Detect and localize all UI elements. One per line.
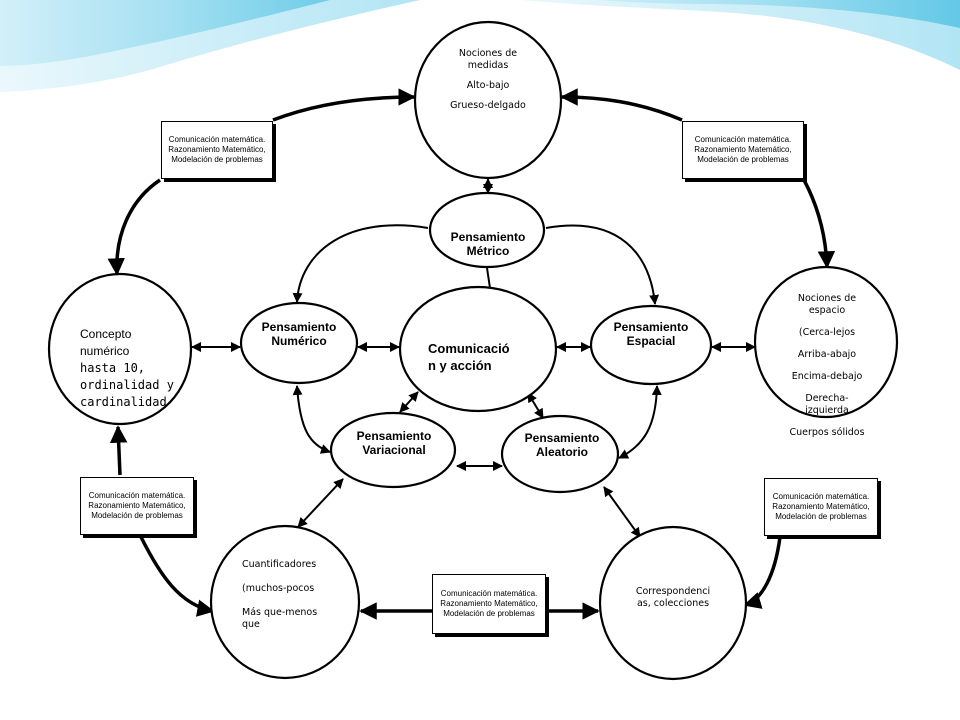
arrow-numerico-variacional [292, 385, 331, 454]
node-text-line: Concepto [80, 327, 132, 341]
node-text-line: Pensamiento [356, 429, 432, 443]
arrow-box-bl-cuantificadores [139, 536, 215, 617]
node-text-line: (Cerca-lejos [798, 327, 856, 338]
ellipse-espacio [753, 265, 899, 419]
arrow-box-tl-concepto [107, 178, 161, 276]
ellipse-concepto [47, 272, 193, 426]
box-text-line: Modelación de problemas [443, 609, 535, 618]
node-text-line: Espacial [626, 334, 676, 348]
node-nociones-espacio: Nociones de espacio (Cerca-lejos Arriba-… [762, 293, 892, 468]
ellipse-metrico [428, 191, 546, 269]
ellipse-espacial [589, 304, 713, 386]
node-text-line: Más que-menos [242, 607, 318, 618]
ellipse-medidas [413, 20, 563, 180]
node-text-line: Métrico [466, 244, 510, 258]
node-text-line: izquierda [805, 405, 849, 416]
arrow-variacional-cuantificadores [297, 478, 344, 528]
node-text-line: Correspondenci [635, 586, 711, 597]
node-text-line: Alto-bajo [466, 80, 510, 91]
ellipse-variacional [329, 411, 457, 489]
node-text-line: Pensamiento [613, 320, 689, 334]
node-text-line: Pensamiento [524, 431, 600, 445]
node-cuantificadores: Cuantificadores (muchos-pocos Más que-me… [242, 559, 352, 649]
arrow-comunicacion-aleatorio [527, 392, 544, 419]
node-pensamiento-metrico: Pensamiento Métrico [438, 230, 538, 262]
box-text-line: Razonamiento Matemático, [440, 599, 538, 608]
node-text-line: Comunicació [428, 341, 510, 356]
node-pensamiento-aleatorio: Pensamiento Aleatorio [512, 431, 612, 463]
arrow-metrico-espacial [545, 224, 660, 305]
node-text-line: (muchos-pocos [242, 583, 315, 594]
box-text-line: Modelación de problemas [91, 511, 183, 520]
box-text-line: Modelación de problemas [171, 155, 263, 164]
box-text-line: Razonamiento Matemático, [168, 145, 266, 154]
node-text-line: cardinalidad [80, 395, 167, 409]
ellipse-numerico [239, 301, 359, 385]
node-text-line: Pensamiento [450, 230, 526, 244]
node-text-line: Arriba-abajo [797, 349, 857, 360]
box-text-line: Razonamiento Matemático, [772, 502, 870, 511]
node-text-line: Cuantificadores [242, 559, 317, 570]
arrow-box-tr-medidas [560, 88, 683, 122]
arrow-box-tl-medidas [272, 88, 416, 122]
node-text-line: Nociones de [458, 48, 518, 59]
node-pensamiento-numerico: Pensamiento Numérico [249, 320, 349, 352]
node-text-line: Nociones de [797, 293, 857, 304]
node-pensamiento-espacial: Pensamiento Espacial [601, 320, 701, 352]
node-comunicacion-accion: Comunicació n y acción [428, 340, 538, 380]
node-correspondencias: Correspondenci as, colecciones [618, 586, 728, 616]
ellipse-comunicacion [398, 285, 558, 413]
box-text-line: Comunicación matemática. [772, 492, 870, 501]
competencias-box-right: Comunicación matemática. Razonamiento Ma… [764, 478, 878, 536]
node-text-line: Grueso-delgado [450, 100, 526, 111]
node-text-line: as, colecciones [636, 598, 710, 609]
node-text-line: espacio [808, 305, 846, 316]
node-text-line: numérico [80, 344, 130, 358]
arrow-box-right-correspondencias [743, 536, 782, 609]
arrow-aleatorio-correspondencias [603, 486, 641, 538]
node-text-line: Encima-debajo [791, 371, 863, 382]
node-text-line: Derecha- [805, 393, 849, 404]
box-text-line: Comunicación matemática. [694, 135, 792, 144]
box-text-line: Comunicación matemática. [88, 491, 186, 500]
competencias-box-bottom-left: Comunicación matemática. Razonamiento Ma… [80, 477, 194, 535]
node-text-line: Numérico [271, 334, 327, 348]
ellipse-aleatorio [500, 414, 620, 494]
competencias-box-bottom-center: Comunicación matemática. Razonamiento Ma… [432, 574, 546, 634]
node-text-line: Variacional [362, 443, 426, 457]
arrow-concepto-box-bl [109, 425, 128, 476]
node-nociones-medidas: Nociones de medidas Alto-bajo Grueso-del… [430, 48, 546, 132]
ellipse-cuantificadores [209, 524, 361, 680]
arrow-metrico-numerico [292, 224, 429, 303]
node-text-line: ordinalidad y [80, 378, 174, 392]
box-text-line: Comunicación matemática. [168, 135, 266, 144]
competencias-box-top-right: Comunicación matemática. Razonamiento Ma… [682, 121, 804, 179]
box-text-line: Comunicación matemática. [440, 589, 538, 598]
box-text-line: Modelación de problemas [775, 512, 867, 521]
node-text-line: Cuerpos sólidos [789, 427, 865, 438]
ellipse-correspondencias [598, 525, 748, 681]
node-text-line: que [242, 619, 260, 630]
competencias-box-top-left: Comunicación matemática. Razonamiento Ma… [161, 121, 273, 179]
arrow-comunicacion-variacional [399, 391, 419, 413]
node-text-line: Aleatorio [535, 445, 588, 459]
node-text-line: medidas [467, 60, 509, 71]
node-concepto-numerico: Concepto numérico hasta 10, ordinalidad … [80, 326, 190, 410]
node-text-line: Pensamiento [261, 320, 337, 334]
arrow-espacial-aleatorio [618, 385, 662, 459]
arrow-metrico-comunicacion [486, 267, 491, 289]
box-text-line: Modelación de problemas [697, 155, 789, 164]
node-text-line: n y acción [428, 358, 492, 373]
arrow-box-tr-espacio [802, 179, 836, 269]
node-pensamiento-variacional: Pensamiento Variacional [342, 429, 446, 461]
node-text-line: hasta 10, [80, 361, 146, 375]
box-text-line: Razonamiento Matemático, [88, 501, 186, 510]
box-text-line: Razonamiento Matemático, [694, 145, 792, 154]
